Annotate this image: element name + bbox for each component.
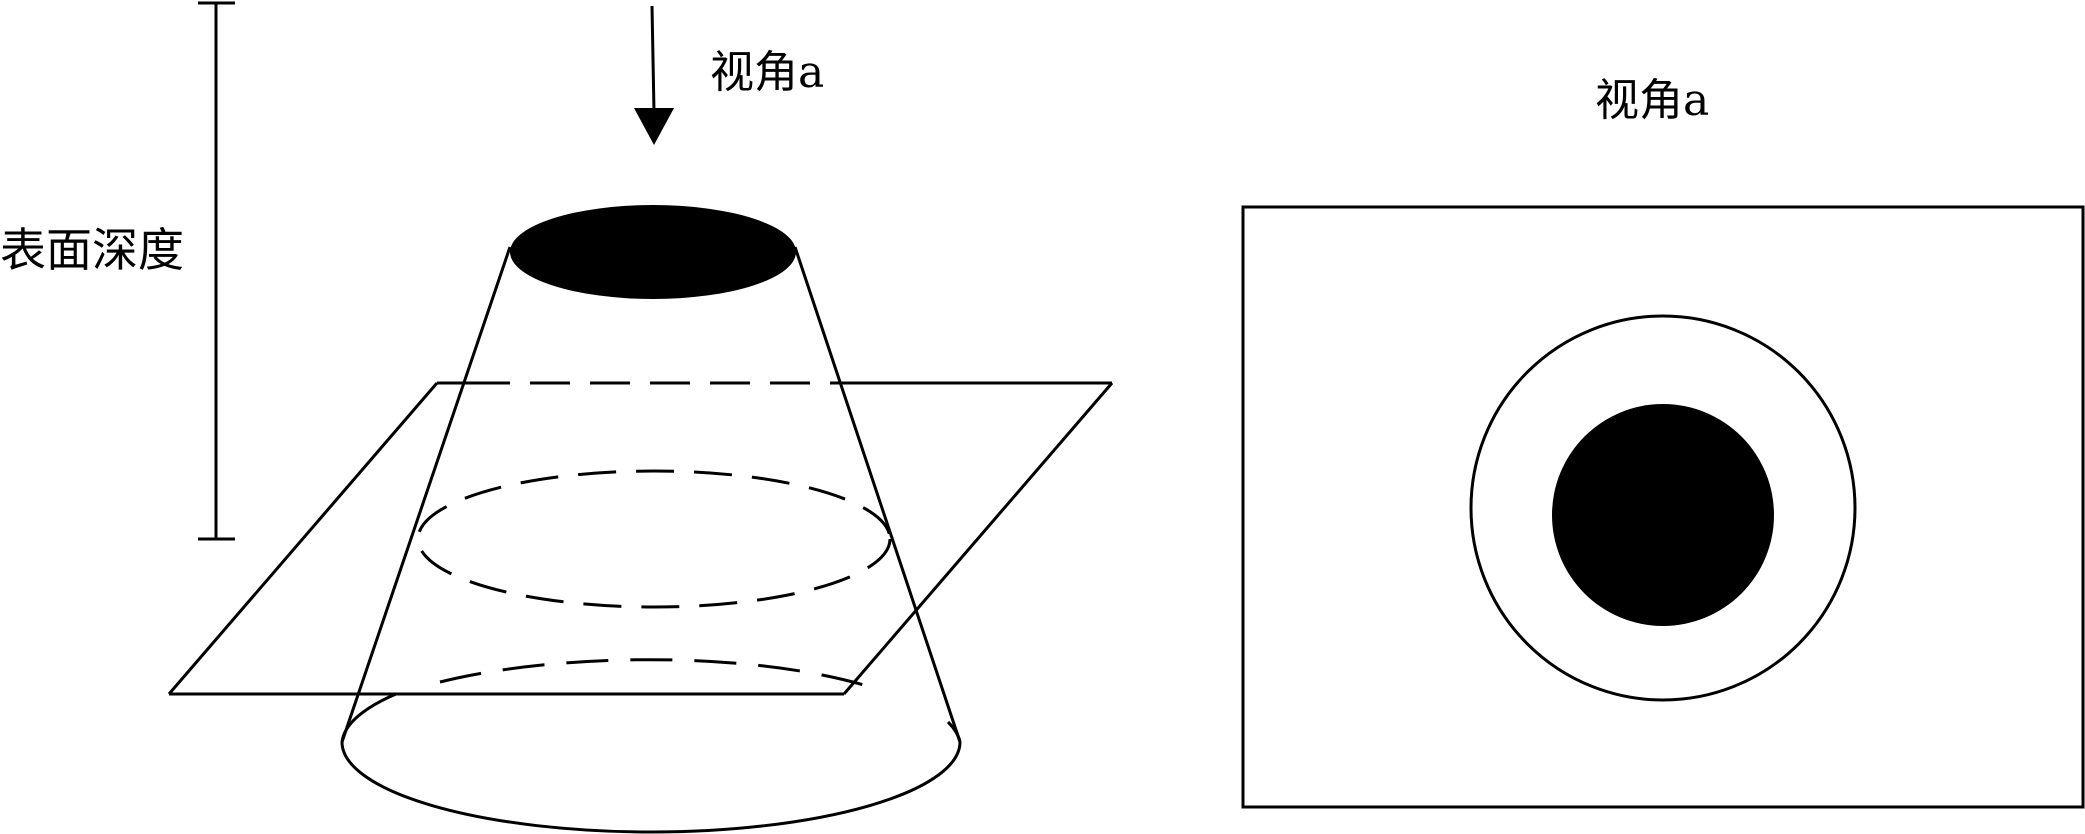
view-a-label-right: 视角a bbox=[1595, 75, 1709, 126]
left-panel: 表面深度 视角a bbox=[0, 1, 1114, 834]
top-view-frame bbox=[1241, 205, 2085, 809]
intersection-ellipse bbox=[416, 469, 892, 609]
top-view-outer-circle bbox=[1469, 314, 1857, 702]
cone-top-surface bbox=[510, 205, 796, 299]
cone-side-left bbox=[340, 246, 512, 743]
top-view-inner-disk bbox=[1552, 404, 1774, 626]
view-a-label-left: 视角a bbox=[710, 47, 824, 98]
cross-section-plane bbox=[167, 381, 1114, 696]
cone-base-front bbox=[340, 741, 962, 834]
plane-left-edge bbox=[167, 382, 439, 695]
view-arrow-shaft bbox=[650, 5, 656, 113]
cone-side-right bbox=[793, 246, 962, 743]
plane-right-edge bbox=[842, 382, 1114, 695]
cone-base-back-hidden bbox=[439, 658, 881, 692]
surface-depth-label: 表面深度 bbox=[0, 223, 184, 277]
view-arrow-head-icon bbox=[634, 108, 674, 145]
view-arrow bbox=[634, 5, 674, 145]
right-panel: 视角a bbox=[1241, 75, 2085, 809]
depth-scale-bar bbox=[198, 1, 235, 541]
